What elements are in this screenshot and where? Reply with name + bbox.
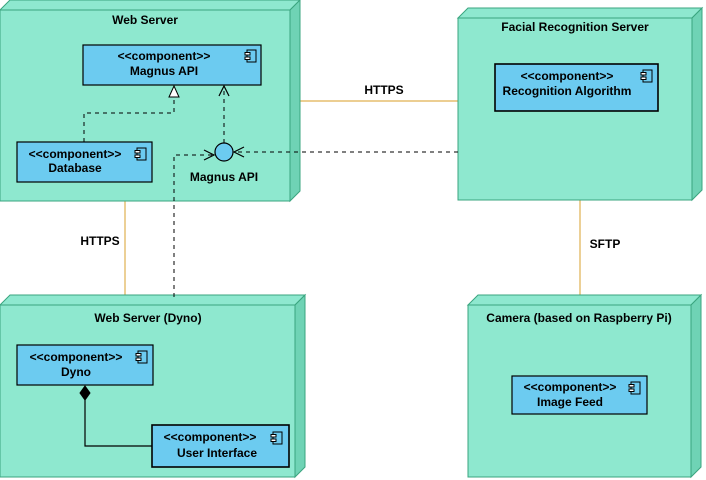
component-user-interface[interactable]: <<component>> User Interface	[151, 424, 290, 468]
realization-arrowhead	[168, 84, 180, 98]
component-image-feed-name: Image Feed	[537, 395, 603, 409]
node-dyno-top	[0, 294, 307, 306]
component-magnus-api-stereotype: <<component>>	[118, 49, 211, 63]
dependency-arrowhead-right	[203, 149, 216, 161]
interface-magnus-api[interactable]	[214, 142, 234, 162]
component-magnus-api[interactable]: <<component>> Magnus API	[82, 44, 262, 86]
component-dyno[interactable]: <<component>> Dyno	[16, 344, 154, 386]
realization-database-to-magnus-api	[83, 97, 175, 142]
link-facial-to-camera-label: SFTP	[590, 237, 621, 251]
component-recognition-algorithm[interactable]: <<component>> Recognition Algorithm	[494, 63, 659, 112]
component-recognition-algorithm-stereotype: <<component>>	[521, 69, 614, 83]
component-recognition-algorithm-name: Recognition Algorithm	[503, 84, 632, 98]
component-image-feed[interactable]: <<component>> Image Feed	[511, 375, 648, 415]
node-web-server-title: Web Server	[112, 13, 178, 27]
link-web-to-facial-label: HTTPS	[364, 83, 403, 97]
node-web-server-side	[289, 0, 301, 203]
node-facial-top	[456, 7, 704, 19]
node-camera-title: Camera (based on Raspberry Pi)	[486, 311, 671, 325]
dependency-arrowhead-up	[218, 84, 230, 97]
component-user-interface-name: User Interface	[177, 446, 257, 460]
component-database-stereotype: <<component>>	[29, 147, 122, 161]
component-dyno-name: Dyno	[61, 365, 91, 379]
component-dyno-stereotype: <<component>>	[30, 350, 123, 364]
component-database-name: Database	[48, 161, 102, 175]
interface-magnus-api-label: Magnus API	[190, 170, 258, 184]
node-camera-top	[466, 294, 703, 306]
component-user-interface-stereotype: <<component>>	[164, 430, 257, 444]
composition-diamond	[79, 385, 91, 401]
component-magnus-api-name: Magnus API	[130, 64, 198, 78]
dependency-arrowhead-left	[232, 146, 245, 158]
node-dyno-side	[294, 293, 306, 479]
node-camera-side	[690, 293, 702, 479]
node-facial-side	[691, 6, 703, 202]
component-image-feed-stereotype: <<component>>	[524, 380, 617, 394]
link-web-to-dyno-label: HTTPS	[80, 234, 119, 248]
composition-dyno-to-user-interface	[84, 400, 152, 447]
node-dyno-title: Web Server (Dyno)	[94, 311, 201, 325]
node-facial-title: Facial Recognition Server	[501, 20, 649, 34]
node-web-server-top	[0, 0, 301, 11]
component-database[interactable]: <<component>> Database	[16, 141, 153, 183]
